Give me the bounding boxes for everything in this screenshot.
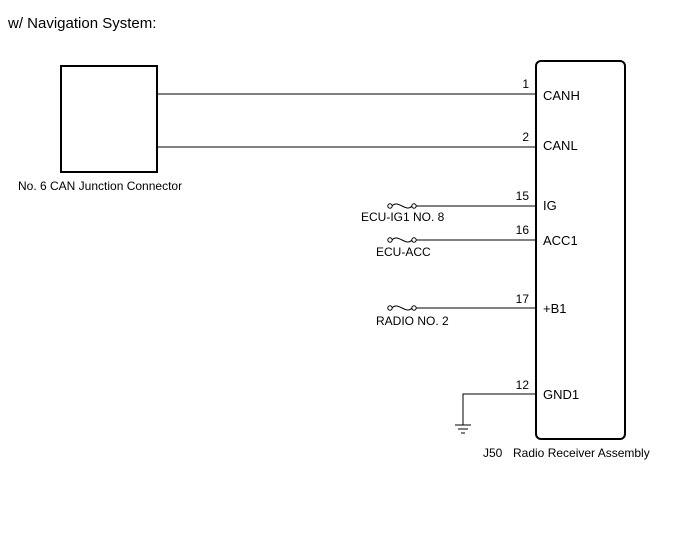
fuse-label-acc: ECU-ACC (376, 245, 431, 259)
pin-number-canh: 1 (522, 77, 529, 91)
fuse-label-ig: ECU-IG1 NO. 8 (361, 210, 445, 224)
terminal-acc1: ACC1 (543, 233, 578, 248)
fuse-icon-ig (387, 203, 417, 209)
terminal-b1: +B1 (543, 301, 567, 316)
fuse-label-radio: RADIO NO. 2 (376, 314, 449, 328)
receiver-code: J50 (483, 446, 503, 460)
terminal-gnd1: GND1 (543, 387, 579, 402)
terminal-ig: IG (543, 198, 557, 213)
pin-number-acc1: 16 (516, 223, 530, 237)
junction-connector-label: No. 6 CAN Junction Connector (18, 179, 182, 193)
diagram-heading: w/ Navigation System: (7, 15, 156, 32)
receiver-name: Radio Receiver Assembly (513, 446, 650, 460)
radio-receiver-box (535, 60, 626, 440)
pin-number-b1: 17 (516, 292, 530, 306)
fuse-icon-radio (387, 305, 417, 311)
pin-number-canl: 2 (522, 130, 529, 144)
fuse-icon-acc (387, 237, 417, 243)
junction-connector-box (60, 65, 158, 173)
pin-number-gnd1: 12 (516, 378, 530, 392)
pin-number-ig: 15 (516, 189, 530, 203)
gnd1-wire (462, 393, 536, 425)
terminal-canl: CANL (543, 138, 578, 153)
ground-icon (455, 424, 471, 434)
terminal-canh: CANH (543, 88, 580, 103)
